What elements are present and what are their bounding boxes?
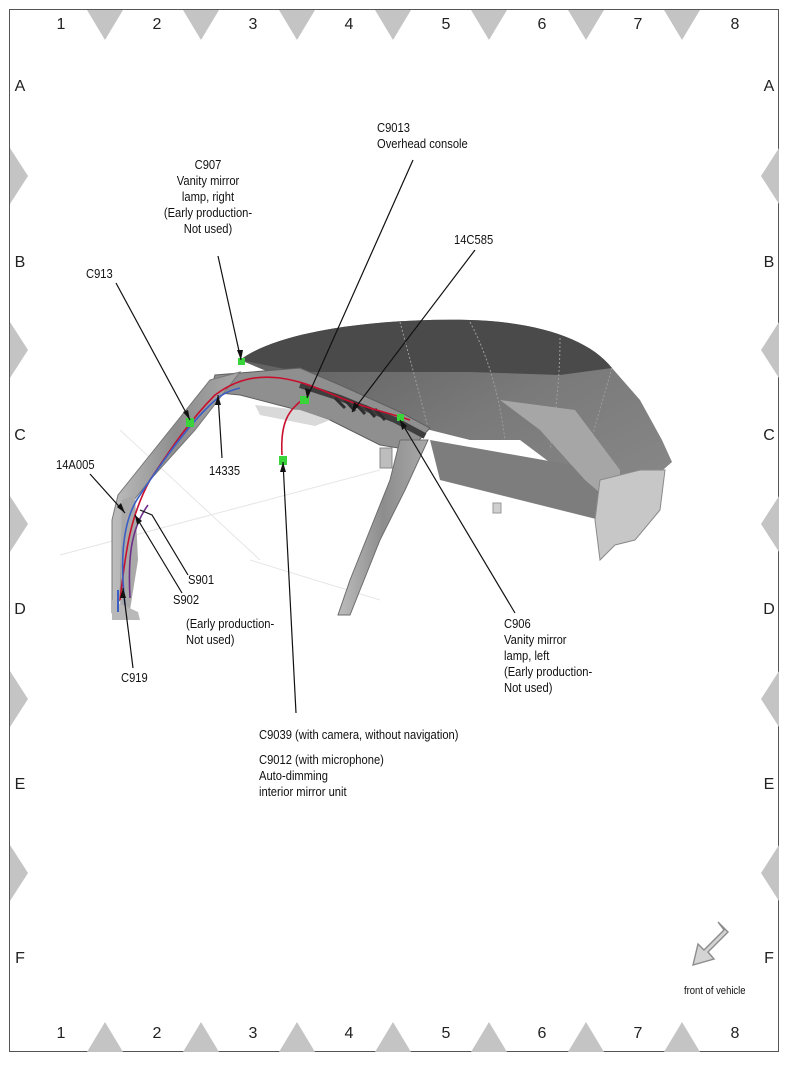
label-c919: C919 [121, 670, 148, 685]
left-marker-triangle [10, 148, 28, 204]
right-marker-triangle [761, 148, 779, 204]
background-guides [59, 429, 381, 601]
arrowheads [117, 350, 407, 598]
grid-column-top-1: 1 [56, 16, 66, 33]
label-s902: S902 [173, 592, 200, 607]
right-marker-triangle [761, 845, 779, 901]
label-c913: C913 [86, 266, 113, 281]
wiring-harness [117, 376, 411, 612]
label-14335: 14335 [209, 463, 241, 478]
wire-blue [121, 387, 241, 606]
grid-column-bottom-7: 7 [633, 1025, 643, 1042]
front-of-vehicle-arrow-icon [692, 921, 729, 967]
rear-frame [430, 440, 600, 520]
top-marker-triangle [664, 10, 700, 40]
roof-assembly [111, 319, 672, 620]
connector-c9013 [300, 396, 309, 404]
right-marker-triangle [761, 322, 779, 378]
label-c9013: C9013 Overhead console [377, 120, 468, 151]
grid-row-right-c: C [763, 427, 775, 444]
connector-c906 [397, 414, 404, 421]
connectors [186, 358, 404, 465]
grid-row-left-a: A [14, 78, 26, 95]
grid-row-right-d: D [763, 601, 775, 618]
left-marker-triangle [10, 845, 28, 901]
connector-c907 [238, 358, 245, 365]
right-marker-triangle [761, 671, 779, 727]
grid-row-left-c: C [14, 427, 26, 444]
right-border-markers [761, 148, 779, 901]
leader-lines [89, 159, 516, 714]
bottom-marker-triangle [87, 1022, 123, 1052]
left-marker-triangle [10, 671, 28, 727]
bottom-marker-triangle [471, 1022, 507, 1052]
bottom-border-markers [87, 1022, 700, 1052]
label-c9039: C9039 (with camera, without navigation) [259, 727, 459, 742]
a-pillar-right [337, 439, 429, 616]
connector-c9039 [279, 456, 287, 465]
label-c906: C906 Vanity mirror lamp, left (Early pro… [504, 616, 593, 695]
label-14a005: 14A005 [56, 457, 95, 472]
connector-c913 [186, 418, 194, 427]
bottom-marker-triangle [568, 1022, 604, 1052]
roof-panel [240, 319, 672, 540]
grid-row-left-e: E [14, 776, 26, 793]
grid-column-bottom-2: 2 [152, 1025, 162, 1042]
grid-row-left-b: B [14, 254, 26, 271]
label-front-of-vehicle: front of vehicle [684, 985, 746, 997]
grid-column-bottom-5: 5 [441, 1025, 451, 1042]
grid-column-top-4: 4 [344, 16, 354, 33]
top-marker-triangle [87, 10, 123, 40]
grid-row-left-d: D [14, 601, 26, 618]
bottom-marker-triangle [183, 1022, 219, 1052]
grid-column-bottom-3: 3 [248, 1025, 258, 1042]
roof-top-shade [240, 319, 612, 375]
top-marker-triangle [375, 10, 411, 40]
left-marker-triangle [10, 496, 28, 552]
grid-column-top-2: 2 [152, 16, 162, 33]
top-marker-triangle [279, 10, 315, 40]
grid-column-top-8: 8 [730, 16, 740, 33]
bottom-marker-triangle [375, 1022, 411, 1052]
grid-row-right-e: E [763, 776, 775, 793]
grid-column-bottom-6: 6 [537, 1025, 547, 1042]
top-marker-triangle [471, 10, 507, 40]
grid-row-right-f: F [764, 950, 774, 967]
grid-column-bottom-8: 8 [730, 1025, 740, 1042]
label-c907: C907 Vanity mirror lamp, right (Early pr… [163, 157, 253, 236]
grid-row-right-b: B [763, 254, 775, 271]
grid-column-top-7: 7 [633, 16, 643, 33]
bottom-marker-triangle [279, 1022, 315, 1052]
front-header-rail [209, 367, 431, 451]
top-marker-triangle [568, 10, 604, 40]
label-c9012: C9012 (with microphone) Auto-dimming int… [259, 752, 384, 799]
top-marker-triangle [183, 10, 219, 40]
grid-column-bottom-4: 4 [344, 1025, 354, 1042]
grid-column-top-5: 5 [441, 16, 451, 33]
grid-column-bottom-1: 1 [56, 1025, 66, 1042]
label-s902-note: (Early production- Not used) [186, 616, 275, 647]
right-marker-triangle [761, 496, 779, 552]
left-border-markers [10, 148, 28, 901]
label-s901: S901 [188, 572, 215, 587]
left-marker-triangle [10, 322, 28, 378]
grid-column-top-3: 3 [248, 16, 258, 33]
bottom-marker-triangle [664, 1022, 700, 1052]
grid-column-top-6: 6 [537, 16, 547, 33]
wire-red-drop [280, 399, 303, 456]
label-14c585: 14C585 [454, 232, 494, 247]
top-border-markers [87, 10, 700, 40]
grid-row-left-f: F [15, 950, 25, 967]
grid-row-right-a: A [763, 78, 775, 95]
wire-red-main [119, 376, 411, 601]
